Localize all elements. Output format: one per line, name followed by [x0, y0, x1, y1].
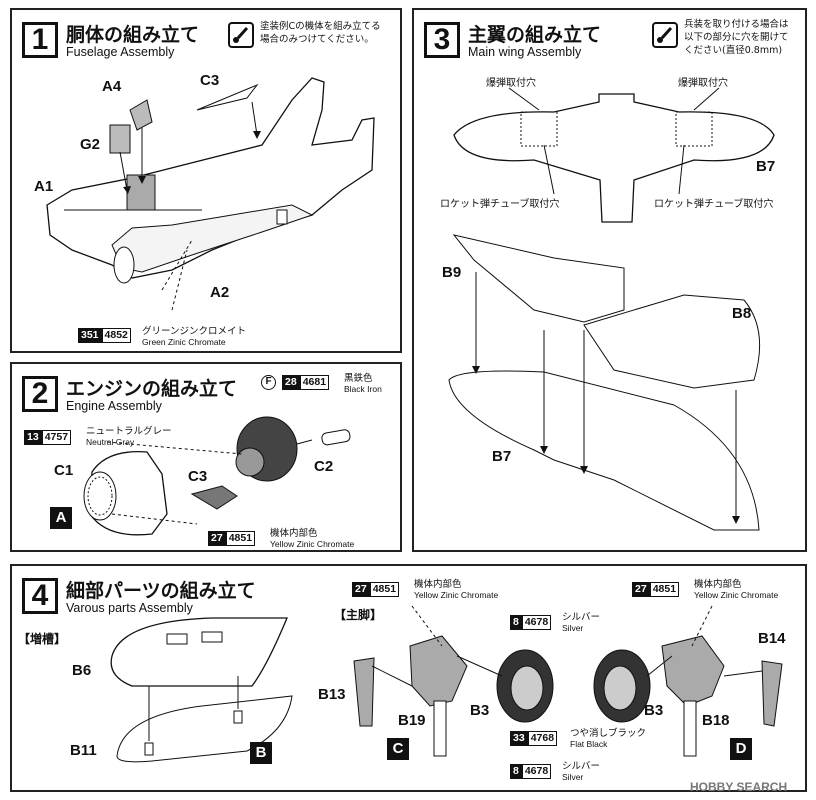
- step4-panel: 4 細部パーツの組み立て Varous parts Assembly 【増槽】 …: [10, 564, 807, 792]
- part-b3-right-label: B3: [644, 702, 664, 719]
- step2-mark-f: F: [261, 375, 276, 390]
- part-b13-label: B13: [318, 686, 346, 703]
- part-b11-label: B11: [70, 742, 97, 759]
- step2-title-jp: エンジンの組み立て: [66, 378, 238, 400]
- part-b18-label: B18: [702, 712, 730, 729]
- marking-a-box: A: [50, 507, 72, 529]
- part-a1-label: A1: [34, 178, 54, 195]
- step1-number: 1: [22, 22, 58, 58]
- paint-brush-icon: [652, 22, 678, 48]
- step2-number: 2: [22, 376, 58, 412]
- wing-drawing: [448, 87, 775, 531]
- part-b14-label: B14: [758, 630, 786, 647]
- step2-title-en: Engine Assembly: [66, 399, 162, 413]
- step3-title-jp: 主翼の組み立て: [468, 24, 602, 46]
- engine-drawing: [83, 416, 351, 536]
- rocket-tube-left-label: ロケット弾チューブ取付穴: [440, 199, 560, 210]
- part-c3-label: C3: [200, 72, 220, 89]
- bomb-hole-right-label: 爆弾取付穴: [678, 78, 728, 89]
- part-a4-label: A4: [102, 78, 122, 95]
- step3-number: 3: [424, 22, 460, 58]
- paint-brush-icon: [228, 22, 254, 48]
- step3-note: 兵装を取り付ける場合は以下の部分に穴を開けてください(直径0.8mm): [684, 19, 789, 56]
- step1-title-en: Fuselage Assembly: [66, 45, 175, 59]
- step3-panel: 3 主翼の組み立て Main wing Assembly 兵装を取り付ける場合は…: [412, 8, 807, 552]
- step4-title-jp: 細部パーツの組み立て: [66, 580, 256, 602]
- marking-d-box: D: [730, 738, 752, 760]
- step3-title-en: Main wing Assembly: [468, 45, 582, 59]
- main-gear-heading: 【主脚】: [334, 608, 383, 622]
- drop-tank-heading: 【増槽】: [18, 632, 67, 646]
- part-c1-label: C1: [54, 462, 74, 479]
- part-a2-label: A2: [210, 284, 230, 301]
- step1-title-jp: 胴体の組み立て: [66, 24, 200, 46]
- part-b3-left-label: B3: [470, 702, 490, 719]
- engine-cylinders: [235, 416, 298, 482]
- step1-panel: 1 胴体の組み立て Fuselage Assembly 塗装例Cの機体を組み立て…: [10, 8, 402, 353]
- marking-b-box: B: [250, 742, 272, 764]
- part-c2-label: C2: [314, 458, 334, 475]
- part-b7-top-label: B7: [756, 158, 776, 175]
- parts-drawing: [110, 605, 783, 763]
- part-b6-label: B6: [72, 662, 92, 679]
- part-b9-label: B9: [442, 264, 462, 281]
- watermark: HOBBY SEARCH: [690, 780, 788, 794]
- bomb-hole-left-label: 爆弾取付穴: [486, 78, 536, 89]
- rocket-tube-right-label: ロケット弾チューブ取付穴: [654, 199, 774, 210]
- marking-c-box: C: [387, 738, 409, 760]
- step1-note: 塗装例Cの機体を組み立てる場合のみつけてください。: [260, 21, 381, 45]
- step4-title-en: Varous parts Assembly: [66, 601, 193, 615]
- part-c3-label: C3: [188, 468, 208, 485]
- part-b19-label: B19: [398, 712, 426, 729]
- part-g2-label: G2: [80, 136, 101, 153]
- fuselage-drawing: [46, 77, 375, 311]
- part-b7-bottom-label: B7: [492, 448, 512, 465]
- part-b8-label: B8: [732, 305, 752, 322]
- step4-number: 4: [22, 578, 58, 614]
